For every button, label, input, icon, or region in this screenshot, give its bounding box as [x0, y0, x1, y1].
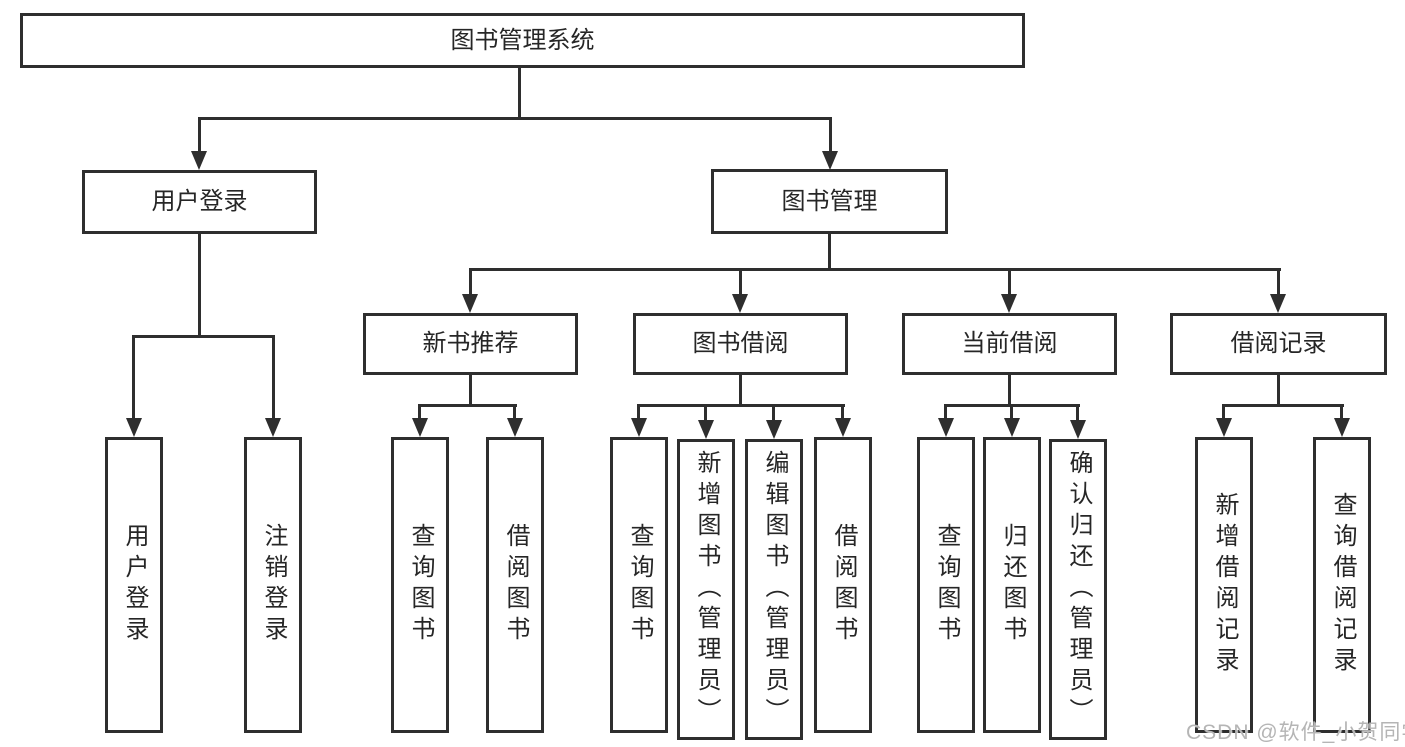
leaf-logout: 注销登录 [244, 437, 302, 733]
arrow-down-icon [507, 418, 523, 437]
node-borrowing-records: 借阅记录 [1170, 313, 1387, 375]
connector-line [418, 404, 517, 407]
arrow-down-icon [732, 294, 748, 313]
leaf-return-books: 归还图书 [983, 437, 1041, 733]
leaf-query-books: 查询图书 [610, 437, 668, 733]
connector-line [469, 375, 472, 407]
arrow-down-icon [412, 418, 428, 437]
leaf-borrow-books: 借阅图书 [486, 437, 544, 733]
arrow-down-icon [1001, 294, 1017, 313]
connector-line [739, 268, 742, 296]
node-user-login: 用户登录 [82, 170, 317, 234]
connector-line [132, 335, 135, 420]
connector-line [637, 404, 640, 420]
connector-line [1222, 404, 1225, 420]
node-book-management: 图书管理 [711, 169, 948, 234]
node-current-borrowing: 当前借阅 [902, 313, 1117, 375]
arrow-down-icon [462, 294, 478, 313]
csdn-watermark: CSDN @软件_小贺同学 [1186, 721, 1405, 744]
leaf-add-borrow-record: 新增借阅记录 [1195, 437, 1253, 733]
leaf-add-books-admin: 新增图书（管理员） [677, 439, 735, 740]
leaf-borrow-books: 借阅图书 [814, 437, 872, 733]
node-library-management-system: 图书管理系统 [20, 13, 1025, 68]
arrow-down-icon [265, 418, 281, 437]
connector-line [469, 268, 1281, 271]
connector-line [944, 404, 947, 420]
arrow-down-icon [1070, 420, 1086, 439]
leaf-query-books: 查询图书 [391, 437, 449, 733]
connector-line [739, 375, 742, 407]
connector-line [1010, 404, 1013, 420]
connector-line [1277, 268, 1280, 296]
connector-line [828, 234, 831, 271]
connector-line [469, 268, 472, 296]
arrow-down-icon [1004, 418, 1020, 437]
arrow-down-icon [835, 418, 851, 437]
connector-line [513, 404, 516, 420]
connector-line [198, 117, 832, 120]
connector-line [1076, 404, 1079, 422]
arrow-down-icon [938, 418, 954, 437]
connector-line [841, 404, 844, 420]
arrow-down-icon [698, 420, 714, 439]
leaf-user-login: 用户登录 [105, 437, 163, 733]
leaf-confirm-return-admin: 确认归还（管理员） [1049, 439, 1107, 740]
connector-line [198, 234, 201, 337]
connector-line [772, 404, 775, 422]
arrow-down-icon [1334, 418, 1350, 437]
connector-line [637, 404, 845, 407]
connector-line [198, 117, 201, 152]
leaf-edit-books-admin: 编辑图书（管理员） [745, 439, 803, 740]
connector-line [1008, 375, 1011, 407]
node-book-borrowing: 图书借阅 [633, 313, 848, 375]
connector-line [704, 404, 707, 422]
connector-line [272, 335, 275, 420]
arrow-down-icon [126, 418, 142, 437]
leaf-query-borrow-record: 查询借阅记录 [1313, 437, 1371, 733]
connector-line [518, 68, 521, 118]
connector-line [1008, 268, 1011, 296]
connector-line [829, 117, 832, 152]
arrow-down-icon [766, 420, 782, 439]
connector-line [1340, 404, 1343, 420]
leaf-query-books: 查询图书 [917, 437, 975, 733]
node-new-book-recommendation: 新书推荐 [363, 313, 578, 375]
connector-line [1222, 404, 1344, 407]
connector-line [418, 404, 421, 420]
connector-line [132, 335, 275, 338]
arrow-down-icon [1270, 294, 1286, 313]
arrow-down-icon [631, 418, 647, 437]
arrow-down-icon [822, 151, 838, 170]
connector-line [1277, 375, 1280, 407]
arrow-down-icon [191, 151, 207, 170]
arrow-down-icon [1216, 418, 1232, 437]
